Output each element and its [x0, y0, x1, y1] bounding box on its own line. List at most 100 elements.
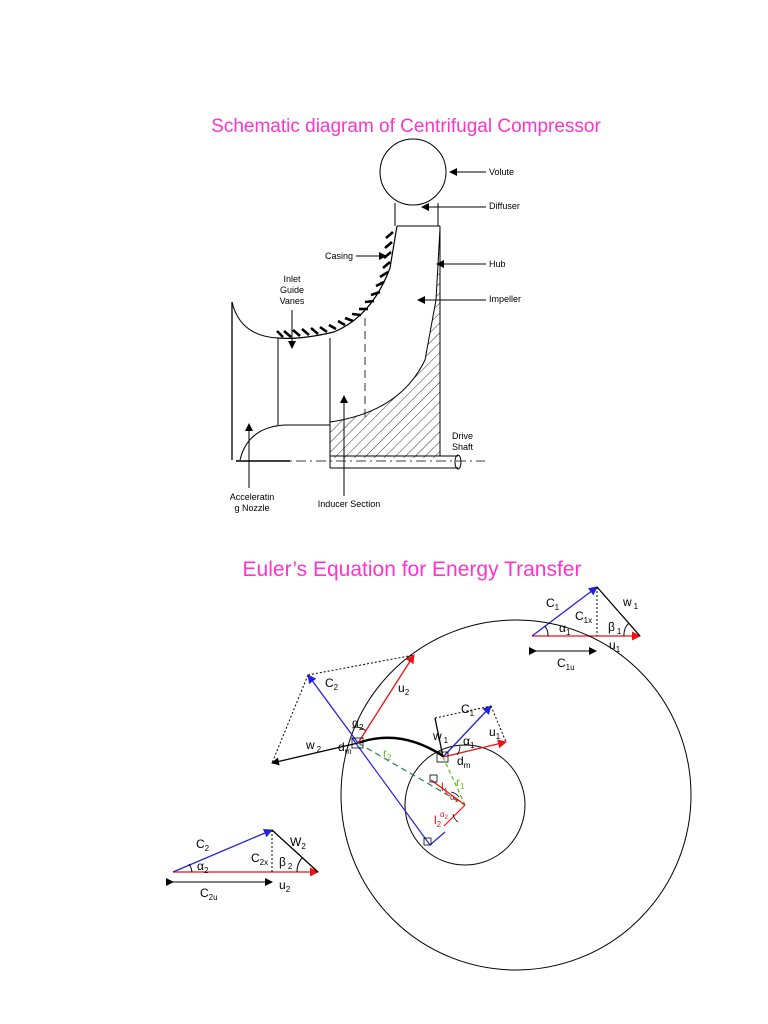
compressor-title: Schematic diagram of Centrifugal Compres… [211, 116, 601, 137]
rotor-diagram [271, 619, 692, 971]
svg-text:w1: w1 [432, 729, 449, 745]
rotor-r2-subscript: 2 [387, 753, 392, 762]
rotor-r1-label: r [456, 775, 460, 789]
u2-label: u [279, 878, 286, 892]
rotor-c2-label: C [325, 676, 334, 690]
w2-subscript: 2 [301, 842, 306, 851]
rotor-w1-subscript: 1 [444, 736, 449, 745]
casing-label: Casing [325, 251, 353, 261]
rotor-angle1-label: α [450, 793, 455, 802]
rotor-dm-inner-label: d [457, 754, 464, 768]
c2x-label: C [251, 851, 260, 865]
rotor-r2-label: r [383, 746, 387, 760]
rotor-c2-subscript: 2 [334, 683, 339, 692]
euler-title: Euler’s Equation for Energy Transfer [243, 558, 582, 581]
exit-velocity-triangle [166, 828, 319, 886]
rotor-u2-subscript: 2 [405, 688, 410, 697]
c1x-subscript: 1x [584, 616, 592, 625]
compressor-schematic [231, 138, 486, 496]
rotor-u1-label: u [489, 725, 496, 739]
svg-text:α2: α2 [440, 810, 449, 821]
rotor-l1-label: l [441, 780, 444, 794]
rotor-angle1-subscript: 1 [455, 798, 459, 804]
rotor-alpha2-subscript: 2 [359, 723, 364, 732]
beta1-label: β [608, 620, 615, 634]
rotor-c1-label: C [461, 702, 470, 716]
svg-text:β2: β2 [279, 855, 293, 871]
rotor-u2-label: u [398, 681, 405, 695]
c1-label: C [546, 596, 555, 610]
c2-subscript: 2 [205, 844, 210, 853]
rotor-dm-outer-subscript: m [345, 747, 352, 756]
svg-text:α1: α1 [450, 793, 459, 804]
inlet-guide-vanes-line2: Guide [280, 285, 304, 295]
inlet-velocity-triangle [529, 586, 641, 655]
rotor-dm-inner-subscript: m [464, 761, 471, 770]
alpha2-subscript: 2 [204, 866, 209, 875]
u1-subscript: 1 [616, 645, 621, 654]
accelerating-nozzle-line2: g Nozzle [234, 503, 269, 513]
volute-label: Volute [489, 167, 514, 177]
svg-text:w2: w2 [305, 738, 322, 754]
c1u-label: C [557, 656, 566, 670]
svg-text:C2: C2 [196, 837, 210, 853]
svg-text:α1: α1 [559, 621, 571, 637]
hub-label: Hub [489, 259, 506, 269]
svg-text:u2: u2 [398, 681, 410, 697]
w2-label: W [290, 835, 302, 849]
rotor-r1-subscript: 1 [460, 782, 465, 791]
svg-text:w1: w1 [622, 595, 639, 611]
drive-shaft-line1: Drive [452, 431, 473, 441]
svg-text:C2u: C2u [200, 886, 218, 902]
c1x-label: C [575, 609, 584, 623]
impeller-label: Impeller [489, 294, 521, 304]
svg-text:C2x: C2x [251, 851, 268, 867]
svg-text:l1: l1 [441, 780, 449, 796]
svg-text:r1: r1 [456, 775, 465, 791]
c2x-subscript: 2x [260, 858, 268, 867]
drive-shaft-line2: Shaft [452, 442, 474, 452]
svg-text:C1u: C1u [557, 656, 575, 672]
svg-text:α1: α1 [463, 734, 475, 750]
u2-subscript: 2 [286, 885, 291, 894]
svg-text:C1x: C1x [575, 609, 592, 625]
rotor-l2-label: l [434, 813, 437, 827]
alpha1-label: α [559, 621, 566, 635]
svg-text:C1: C1 [546, 596, 560, 612]
svg-text:u1: u1 [609, 638, 621, 654]
c1-subscript: 1 [555, 603, 560, 612]
beta1-subscript: 1 [617, 627, 622, 636]
casing-shape [277, 225, 398, 339]
accelerating-nozzle-line1: Acceleratin [230, 492, 275, 502]
beta2-subscript: 2 [288, 862, 293, 871]
rotor-dm-outer-label: d [338, 740, 345, 754]
rotor-alpha1-label: α [463, 734, 470, 748]
svg-text:α2: α2 [197, 859, 209, 875]
svg-text:α2: α2 [352, 716, 364, 732]
beta2-label: β [279, 855, 286, 869]
rotor-alpha1-subscript: 1 [470, 741, 475, 750]
svg-text:u2: u2 [279, 878, 291, 894]
svg-text:C1: C1 [461, 702, 475, 718]
w1-label: w [622, 595, 632, 609]
c1u-subscript: 1u [566, 663, 575, 672]
inlet-guide-vanes-line1: Inlet [283, 274, 301, 284]
c2u-subscript: 2u [209, 893, 218, 902]
volute-shape [379, 138, 447, 206]
svg-text:r2: r2 [383, 746, 392, 762]
alpha1-subscript: 1 [566, 628, 571, 637]
rotor-angle2-subscript: 2 [445, 815, 449, 821]
blade-line [357, 736, 444, 758]
inner-circle [404, 744, 526, 866]
svg-text:l2: l2 [434, 813, 442, 829]
rotor-l2-subscript: 2 [437, 820, 442, 829]
svg-text:β1: β1 [608, 620, 622, 636]
svg-text:dm: dm [457, 754, 471, 770]
rotor-angle2-label: α [440, 810, 445, 819]
rotor-w2-label: w [305, 738, 315, 752]
c2u-label: C [200, 886, 209, 900]
rotor-c1-subscript: 1 [470, 709, 475, 718]
svg-text:u1: u1 [489, 725, 501, 741]
rotor-w2-subscript: 2 [317, 745, 322, 754]
